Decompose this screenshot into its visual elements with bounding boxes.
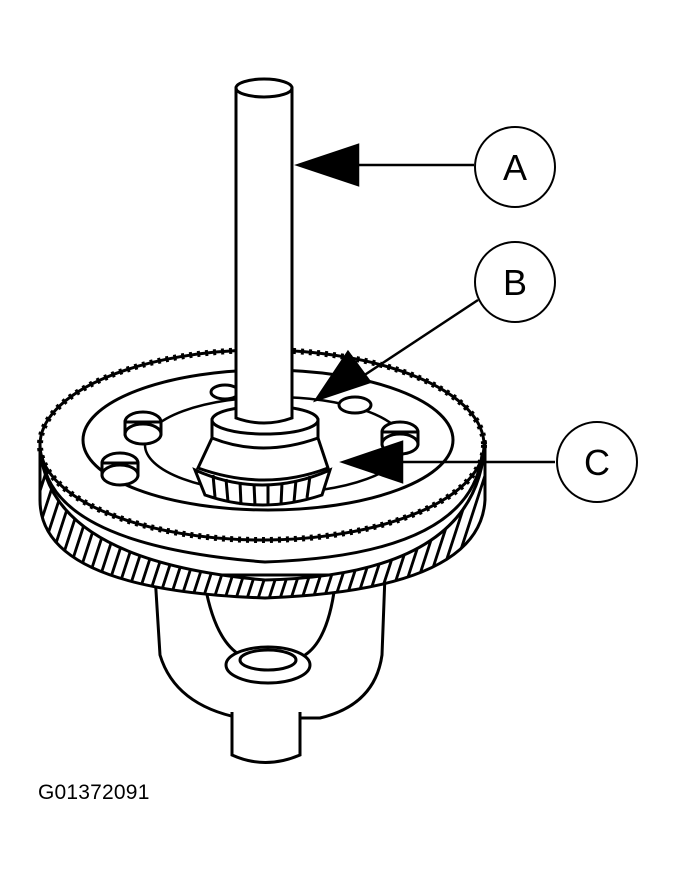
callout-b: B xyxy=(474,241,556,323)
leader-lines xyxy=(294,143,555,484)
bearing xyxy=(192,404,333,507)
figure-id: G01372091 xyxy=(38,781,150,804)
differential-case xyxy=(153,573,387,764)
installer-shaft xyxy=(234,77,294,425)
callout-label-c: C xyxy=(584,442,610,483)
callout-label-a: A xyxy=(503,147,527,188)
callout-label-b: B xyxy=(503,262,527,303)
callout-c: C xyxy=(556,421,638,503)
callout-a: A xyxy=(474,126,556,208)
